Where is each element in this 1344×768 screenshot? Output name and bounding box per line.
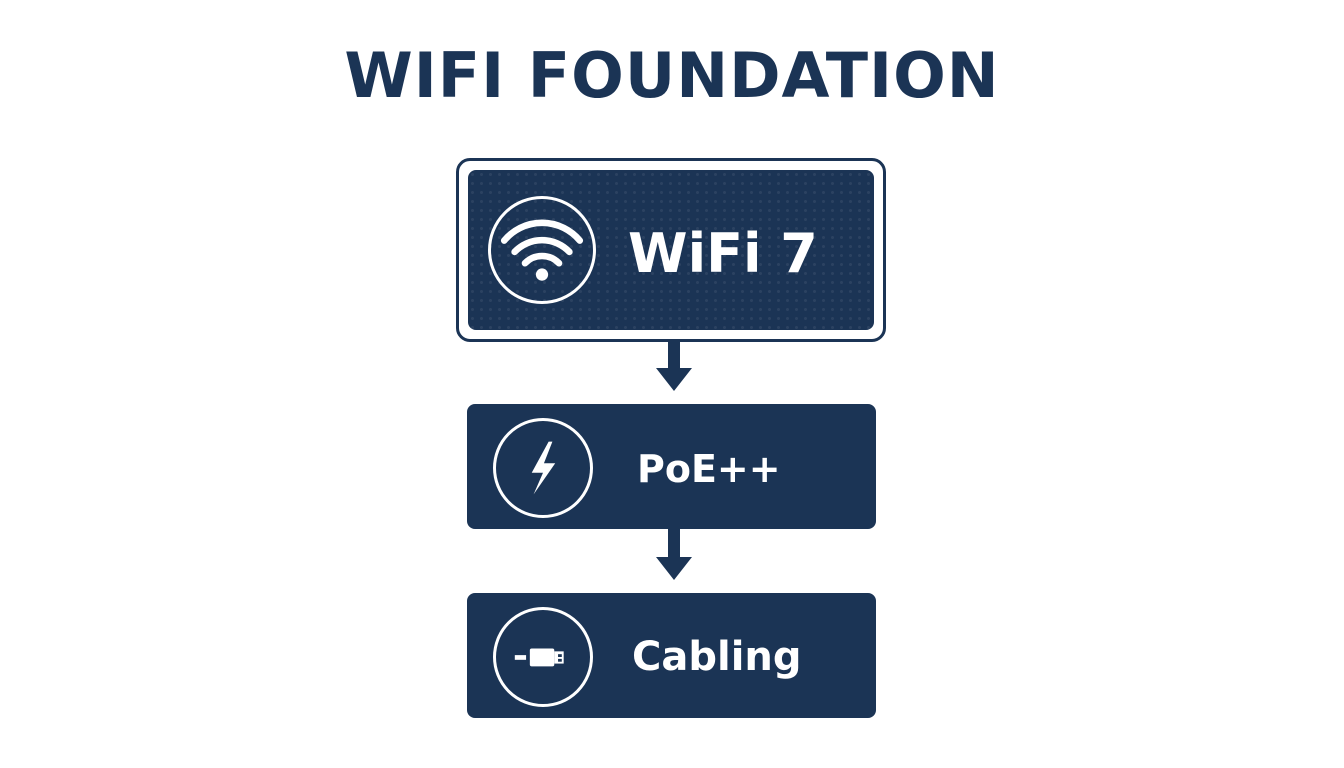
ethernet-cable-icon-ring <box>493 607 593 707</box>
cabling-label: Cabling <box>632 634 802 680</box>
wifi-icon-ring <box>488 196 596 304</box>
lightning-bolt-icon <box>531 441 556 495</box>
ethernet-cable-icon <box>514 648 564 667</box>
cabling-box: Cabling <box>467 593 876 718</box>
down-arrow-icon <box>656 340 692 391</box>
wifi-7-label: WiFi 7 <box>628 222 818 285</box>
poe-plus-plus-box: PoE++ <box>467 404 876 529</box>
down-arrow-icon <box>656 529 692 580</box>
page-title: WIFI FOUNDATION <box>344 39 1000 112</box>
poe-plus-plus-label: PoE++ <box>637 447 781 491</box>
lightning-bolt-icon-ring <box>493 418 593 518</box>
wifi-icon <box>500 219 584 281</box>
wifi-7-box: WiFi 7 <box>468 170 874 330</box>
